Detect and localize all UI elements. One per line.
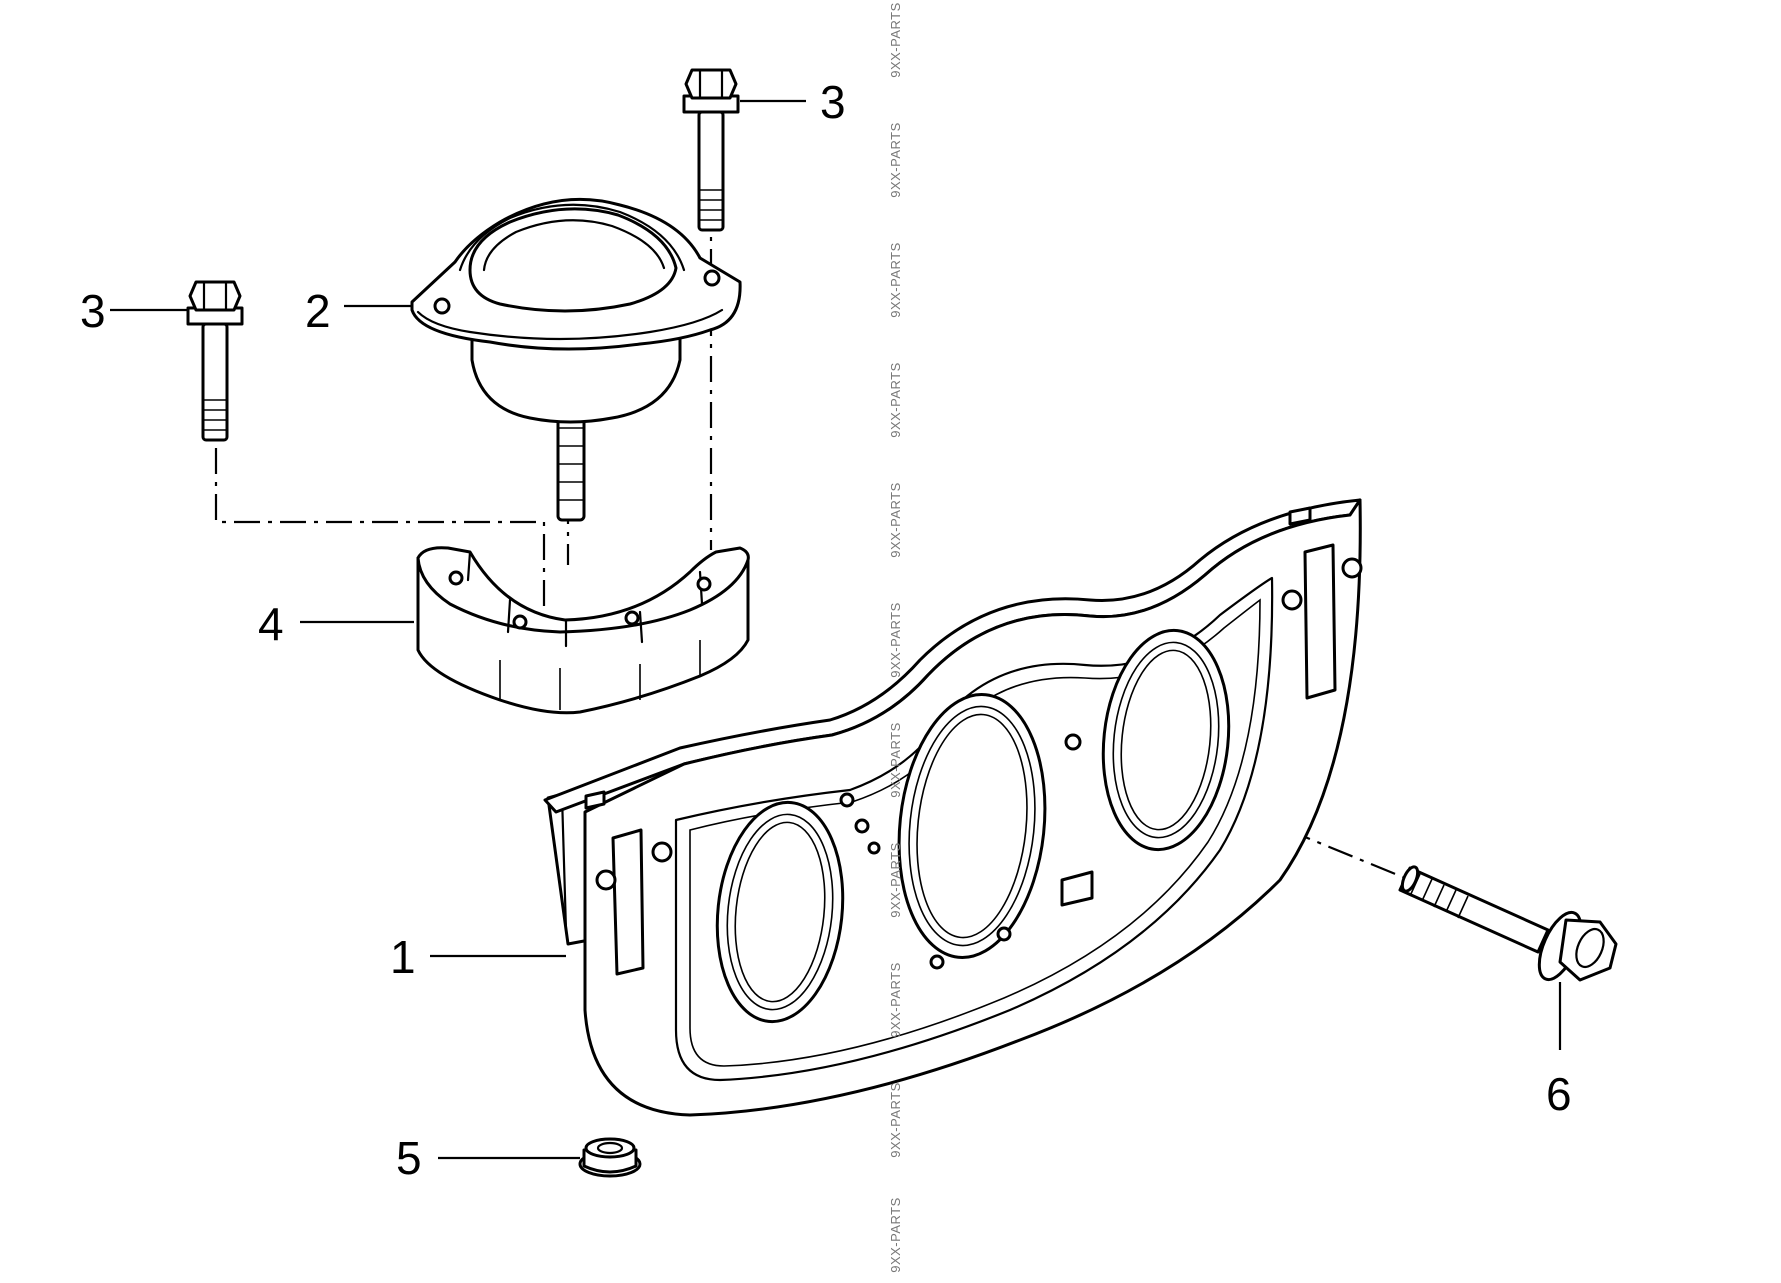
flange-nut xyxy=(578,1137,642,1178)
callout-2: 2 xyxy=(305,285,331,337)
watermark-text: 9XX-PARTS xyxy=(888,602,903,678)
bolt-left xyxy=(186,280,244,442)
watermark-text: 9XX-PARTS xyxy=(888,962,903,1038)
engine-mount xyxy=(410,197,742,522)
watermark-text: 9XX-PARTS xyxy=(888,122,903,198)
watermark-text: 9XX-PARTS xyxy=(888,2,903,78)
watermark-text: 9XX-PARTS xyxy=(888,842,903,918)
callout-5: 5 xyxy=(396,1132,422,1184)
bolt-top xyxy=(682,68,740,232)
callout-6: 6 xyxy=(1546,1068,1572,1120)
mount-bracket xyxy=(416,546,750,715)
watermark-text: 9XX-PARTS xyxy=(888,722,903,798)
callout-1: 1 xyxy=(390,931,416,983)
flange-bolt xyxy=(1398,865,1618,982)
leader-lines xyxy=(110,99,1562,1160)
watermark-text: 9XX-PARTS xyxy=(888,362,903,438)
callout-3-left: 3 xyxy=(80,285,106,337)
watermark-text: 9XX-PARTS xyxy=(888,242,903,318)
watermark-text: 9XX-PARTS xyxy=(888,482,903,558)
carrier-plate xyxy=(543,498,1363,1117)
callouts: 3 2 3 4 1 5 6 xyxy=(80,76,1572,1184)
callout-4: 4 xyxy=(258,598,284,650)
watermark: 9XX-PARTS 9XX-PARTS 9XX-PARTS 9XX-PARTS … xyxy=(888,2,903,1273)
watermark-text: 9XX-PARTS xyxy=(888,1082,903,1158)
callout-3-top: 3 xyxy=(820,76,846,128)
watermark-text: 9XX-PARTS xyxy=(888,1197,903,1273)
